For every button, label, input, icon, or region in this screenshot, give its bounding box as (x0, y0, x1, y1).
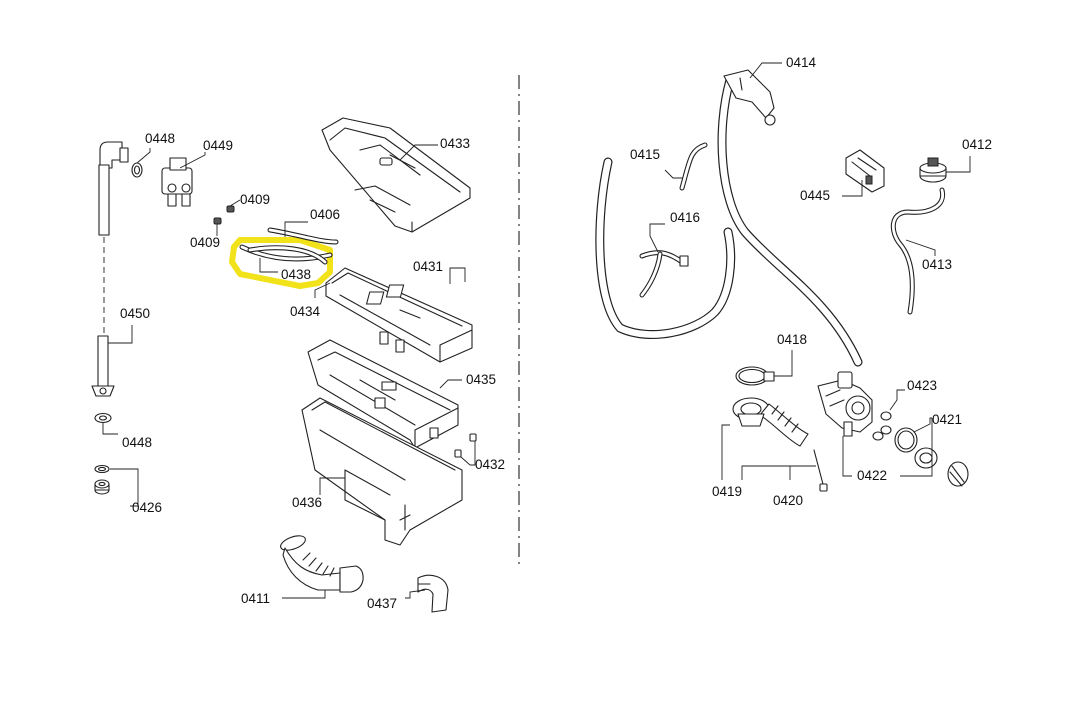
part-0449-inlet-valve[interactable] (161, 157, 193, 207)
label-0415[interactable]: 0415 (630, 147, 660, 162)
label-0414[interactable]: 0414 (786, 55, 817, 70)
part-0409-clip-lower[interactable] (213, 217, 222, 225)
part-0411-corrugated-hose[interactable] (279, 533, 364, 593)
label-0426[interactable]: 0426 (132, 500, 162, 515)
label-0434[interactable]: 0434 (290, 304, 321, 319)
label-0419[interactable]: 0419 (712, 484, 742, 499)
part-0445-bracket[interactable] (845, 149, 885, 193)
label-0406[interactable]: 0406 (310, 207, 340, 222)
part-0431-label-set[interactable] (365, 284, 405, 305)
part-0436-dispenser-bottom[interactable] (301, 397, 463, 546)
label-0409-lower[interactable]: 0409 (190, 235, 220, 250)
part-0426-seals[interactable] (94, 464, 110, 495)
part-large-loop-hose[interactable] (595, 157, 736, 339)
part-0448-washer[interactable] (94, 412, 112, 424)
label-0438[interactable]: 0438 (281, 267, 311, 282)
label-0413[interactable]: 0413 (922, 257, 952, 272)
part-0448-inlet-elbow[interactable] (98, 141, 143, 236)
part-0414-main-hose[interactable] (717, 69, 863, 367)
part-0422-drain-pump[interactable] (817, 371, 873, 437)
part-0434-detergent-drawer[interactable] (325, 267, 473, 363)
part-0421-pump-filter[interactable] (894, 427, 969, 487)
part-0433-drawer-top[interactable] (321, 117, 471, 233)
label-0416[interactable]: 0416 (670, 210, 700, 225)
part-0432-screws[interactable] (454, 433, 477, 458)
part-0416-y-hose[interactable] (639, 250, 689, 298)
part-0450-inlet-pipe[interactable] (91, 335, 115, 397)
label-0421[interactable]: 0421 (932, 412, 962, 427)
label-0432[interactable]: 0432 (475, 457, 505, 472)
part-0435-drawer-housing[interactable] (307, 339, 459, 449)
label-0450[interactable]: 0450 (120, 306, 150, 321)
part-0412-pressure-switch[interactable] (919, 157, 947, 183)
label-0437[interactable]: 0437 (367, 596, 397, 611)
part-0409-clip-upper[interactable] (226, 205, 235, 213)
label-0418[interactable]: 0418 (777, 332, 807, 347)
part-0415-small-hose[interactable] (679, 142, 708, 191)
highlight-0438 (229, 237, 333, 289)
label-0411[interactable]: 0411 (241, 591, 270, 606)
label-0445[interactable]: 0445 (800, 188, 830, 203)
label-0409-upper[interactable]: 0409 (240, 192, 270, 207)
label-0420[interactable]: 0420 (773, 493, 803, 508)
label-0423[interactable]: 0423 (907, 378, 937, 393)
part-0437-elbow[interactable] (417, 574, 449, 613)
label-0448-top[interactable]: 0448 (145, 131, 175, 146)
part-0420-rod[interactable] (813, 449, 828, 492)
label-0448-lower[interactable]: 0448 (122, 435, 152, 450)
part-0419-sump-hose[interactable] (732, 397, 809, 447)
label-0449[interactable]: 0449 (203, 138, 233, 153)
part-0413-pressure-tube[interactable] (890, 187, 946, 315)
label-0412[interactable]: 0412 (962, 137, 992, 152)
part-0423-seals[interactable] (872, 411, 892, 441)
label-0433[interactable]: 0433 (440, 136, 470, 151)
label-0435[interactable]: 0435 (466, 372, 496, 387)
part-0406-hose-set[interactable] (239, 227, 339, 265)
label-0422[interactable]: 0422 (857, 468, 887, 483)
part-0418-hose-clamp[interactable] (735, 366, 775, 386)
label-0436[interactable]: 0436 (292, 495, 322, 510)
label-0431[interactable]: 0431 (413, 259, 443, 274)
